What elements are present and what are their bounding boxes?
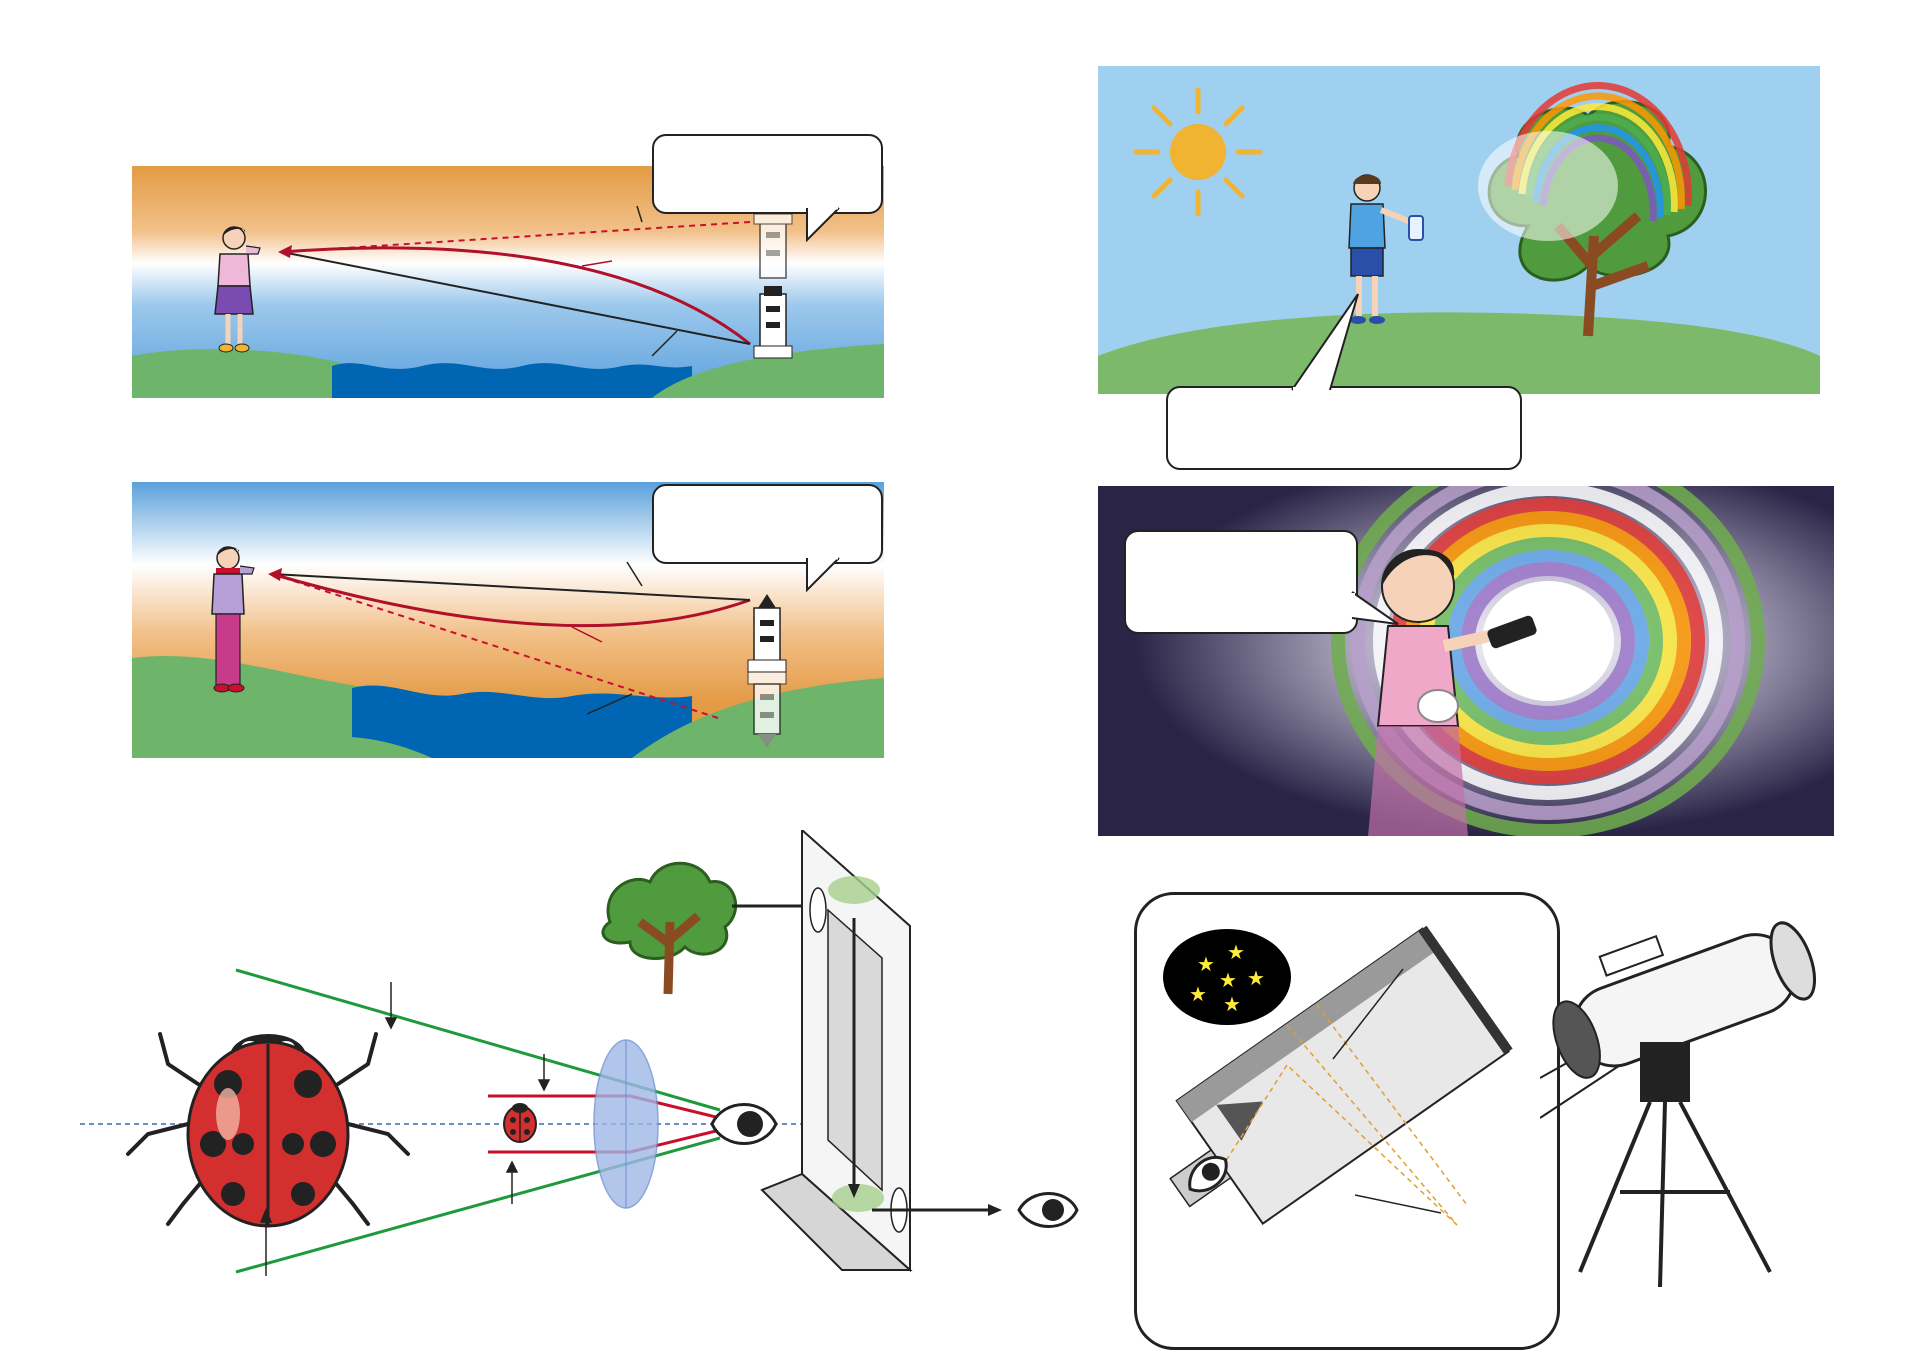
bubble-tail-halo bbox=[1350, 590, 1400, 634]
svg-text:★: ★ bbox=[1223, 992, 1241, 1016]
spray-mist bbox=[1478, 131, 1618, 241]
periscope-prism bbox=[762, 830, 910, 1270]
small-ladybug-icon bbox=[504, 1103, 536, 1142]
svg-text:★: ★ bbox=[1189, 982, 1207, 1006]
speech-bubble-warm bbox=[652, 134, 883, 214]
night-sky: ★ ★ ★ ★ ★ ★ bbox=[1163, 929, 1291, 1025]
telescope-detail-box: ★ ★ ★ ★ ★ ★ bbox=[1134, 892, 1560, 1350]
spray-bottle-icon bbox=[1409, 216, 1423, 240]
svg-text:★: ★ bbox=[1227, 940, 1245, 964]
lighthouse-icon bbox=[754, 286, 792, 358]
lighthouse-mirage-icon bbox=[754, 214, 792, 278]
ladybug-icon bbox=[128, 1034, 408, 1226]
water bbox=[332, 363, 692, 398]
tree-icon bbox=[603, 863, 736, 994]
bubble-tail-warm bbox=[805, 206, 845, 242]
svg-text:★: ★ bbox=[1197, 952, 1215, 976]
svg-text:★: ★ bbox=[1247, 966, 1265, 990]
onion-icon bbox=[1418, 690, 1458, 722]
svg-text:★: ★ bbox=[1219, 968, 1237, 992]
eye-icon bbox=[1019, 1194, 1077, 1227]
speech-bubble-rainbow bbox=[1166, 386, 1522, 470]
bubble-tail-rainbow bbox=[1290, 292, 1360, 392]
bubble-tail-cold bbox=[805, 556, 845, 592]
speech-bubble-cold bbox=[652, 484, 883, 564]
rainbow-spray-panel bbox=[1098, 66, 1820, 394]
periscope-diagram bbox=[592, 830, 1092, 1280]
speech-bubble-halo bbox=[1124, 530, 1358, 634]
sun-icon bbox=[1136, 90, 1260, 214]
telescope-icon bbox=[1540, 892, 1830, 1292]
